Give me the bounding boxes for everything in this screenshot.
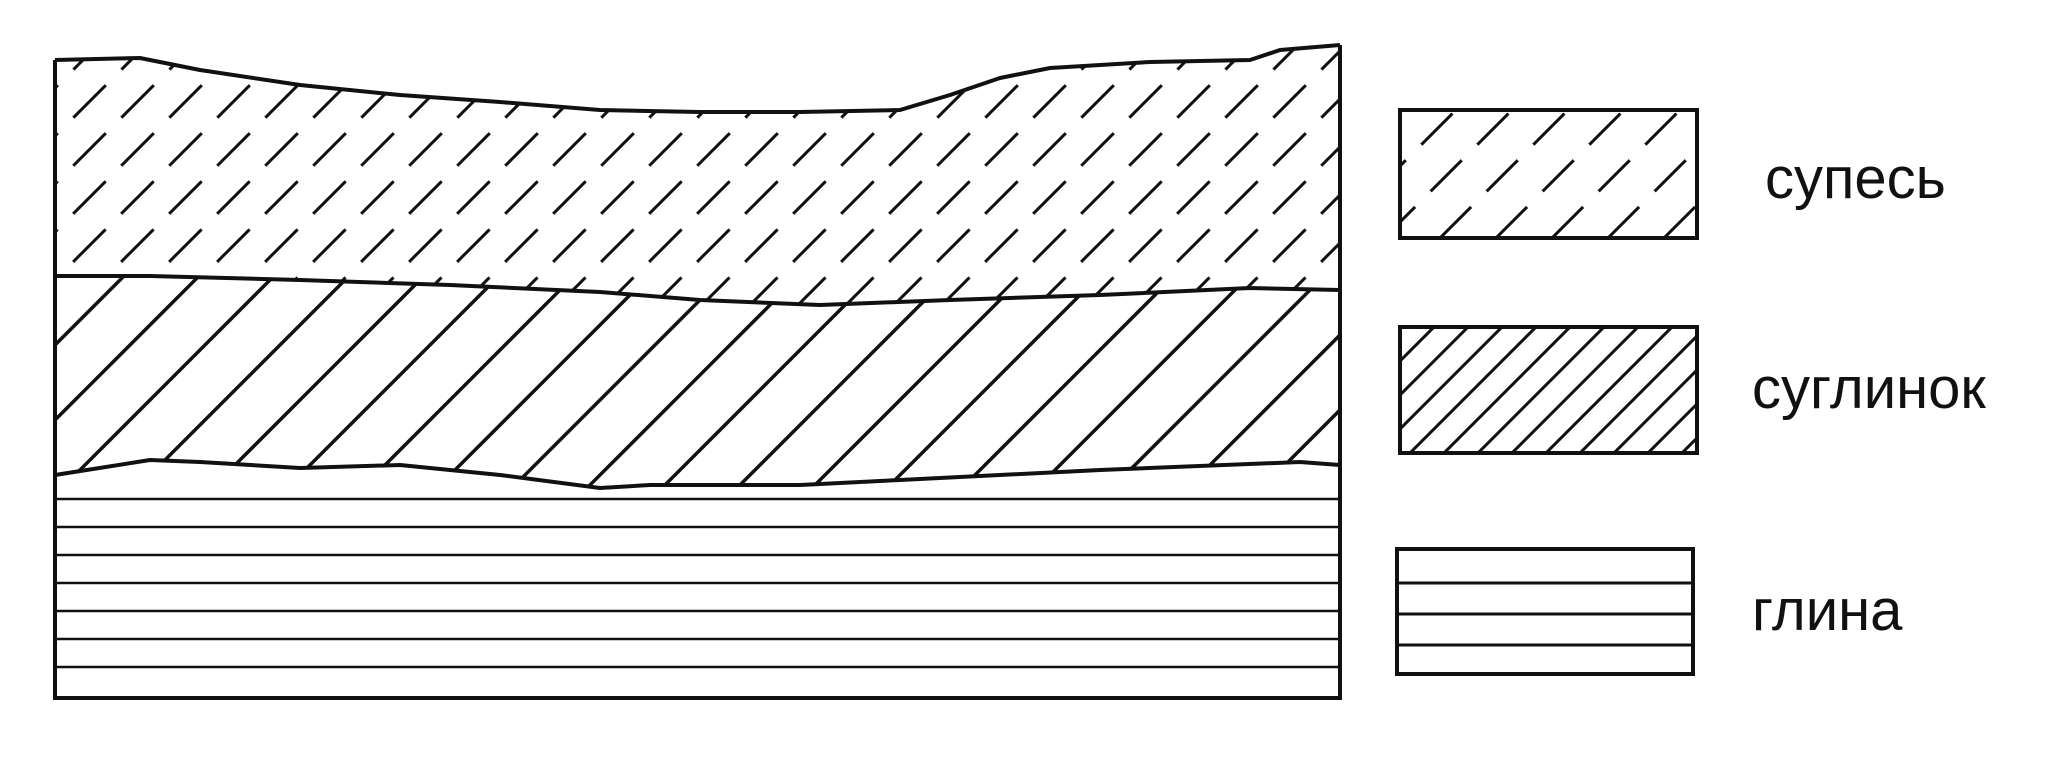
hatch-line [653, 276, 882, 488]
hatch-line [791, 45, 1065, 305]
hatch-line [1663, 204, 1695, 236]
hatch-line [263, 45, 537, 305]
hatch-line [1402, 112, 1457, 167]
hatch-line [119, 45, 393, 305]
sandy-loam-layer-hatch [55, 45, 1340, 305]
hatch-line [887, 45, 1161, 305]
legend-label-clay: глина [1752, 578, 1903, 643]
legend-label-loam: суглинок [1752, 356, 1986, 421]
legend-swatch-sandy-loam-hatch [1272, 110, 1695, 238]
hatch-line [1272, 110, 1400, 238]
hatch-line [1402, 329, 1503, 430]
hatch-line [353, 276, 582, 488]
hatch-line [803, 276, 1032, 488]
hatch-line [1127, 45, 1340, 305]
hatch-line [359, 45, 633, 305]
hatch-line [935, 45, 1209, 305]
legend-swatch-clay [1395, 547, 1695, 676]
hatch-line [167, 45, 441, 305]
hatch-line [55, 276, 57, 488]
hatch-line [1579, 335, 1695, 451]
hatch-line [55, 45, 201, 305]
legend-label-sandy-loam: супесь [1765, 146, 1946, 211]
hatch-line [578, 276, 807, 488]
hatch-line [953, 276, 1182, 488]
legend: супесь суглинок глина [1272, 108, 1986, 676]
profile-frame [53, 45, 1342, 700]
hatch-line [455, 45, 729, 305]
hatch-line [55, 45, 297, 305]
hatch-line [743, 45, 1017, 305]
hatch-line [1409, 329, 1537, 451]
hatch-line [1253, 276, 1340, 488]
legend-item-loam: суглинок [1274, 325, 1986, 455]
hatch-line [203, 276, 432, 488]
hatch-line [695, 45, 969, 305]
hatch-line [1551, 112, 1681, 236]
hatch-line [1079, 45, 1340, 305]
hatch-line [55, 45, 105, 305]
hatch-line [1607, 148, 1695, 236]
hatch-line [311, 45, 585, 305]
hatch-line [55, 276, 207, 488]
clay-layer-hatch [55, 497, 1340, 669]
hatch-line [55, 45, 153, 305]
hatch-line [278, 276, 507, 488]
hatch-line [503, 45, 777, 305]
hatch-line [1439, 112, 1569, 236]
hatch-line [1103, 276, 1332, 488]
hatch-line [1443, 329, 1571, 451]
hatch-line [128, 276, 357, 488]
legend-swatch-loam-hatch [1274, 327, 1695, 453]
hatch-line [55, 276, 132, 488]
hatch-line [1274, 327, 1400, 453]
hatch-line [839, 45, 1113, 305]
legend-swatch-loam [1398, 325, 1699, 455]
hatch-line [55, 45, 249, 305]
ground-surface-line [54, 43, 1341, 114]
hatch-line [1511, 329, 1639, 451]
legend-swatch-clay-hatch [1399, 581, 1691, 647]
hatch-line [647, 45, 921, 305]
hatch-line [878, 276, 1107, 488]
hatch-line [1647, 403, 1695, 451]
hatch-line [1477, 329, 1605, 451]
hatch-line [55, 45, 57, 305]
hatch-line [599, 45, 873, 305]
hatch-line [1031, 45, 1305, 305]
hatch-line [1402, 112, 1513, 223]
hatch-line [1613, 369, 1695, 451]
sandy-loam-lower-boundary [55, 274, 1341, 307]
hatch-line [428, 276, 657, 488]
hatch-line [1178, 276, 1340, 488]
hatch-line [983, 45, 1257, 305]
hatch-line [551, 45, 825, 305]
legend-item-sandy-loam: супесь [1272, 108, 1946, 240]
hatch-line [1402, 329, 1469, 396]
hatch-line [1028, 276, 1257, 488]
hatch-line [503, 276, 732, 488]
hatch-line [728, 276, 957, 488]
hatch-line [1402, 329, 1435, 362]
hatch-line [1545, 329, 1673, 451]
hatch-line [1495, 112, 1625, 236]
hatch-line [71, 45, 345, 305]
loam-lower-boundary [54, 458, 1341, 490]
legend-item-clay: глина [1395, 547, 1903, 676]
hatch-line [407, 45, 681, 305]
hatch-line [55, 276, 282, 488]
loam-layer-hatch [55, 276, 1340, 488]
